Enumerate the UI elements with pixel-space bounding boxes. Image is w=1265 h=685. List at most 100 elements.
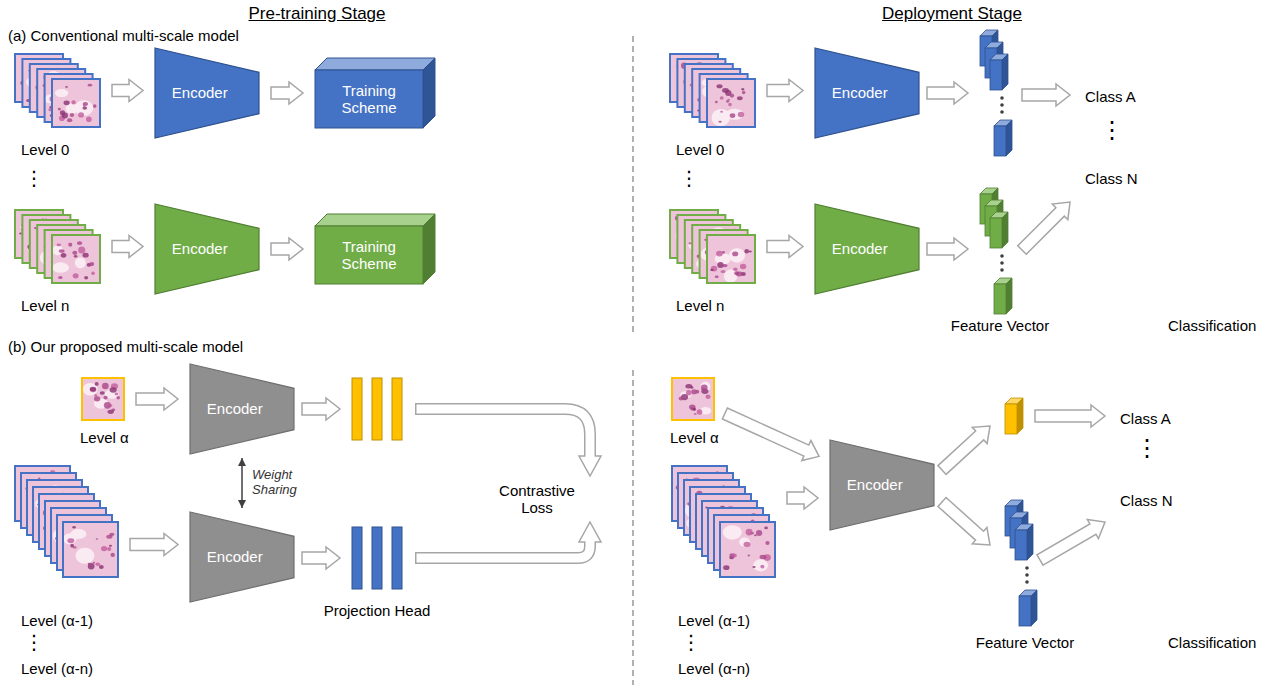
panel-heading: (a) Conventional multi-scale model xyxy=(8,27,239,44)
encoder-block: Encoder xyxy=(830,440,934,530)
tissue-stack xyxy=(15,54,100,127)
level-label: Level n xyxy=(21,297,69,314)
tissue-nucleus xyxy=(732,554,737,558)
tissue-ground xyxy=(52,235,100,283)
tissue-nucleus xyxy=(65,86,68,88)
label-holder: ⋮ xyxy=(24,632,44,652)
feature-caption: Feature Vector xyxy=(940,317,1060,334)
tissue-nucleus xyxy=(95,563,100,566)
training-scheme-box: Training Scheme xyxy=(315,58,435,128)
ellipsis-dots: ⋮ xyxy=(681,632,701,652)
tissue-nucleus xyxy=(93,562,95,564)
hollow-arrow xyxy=(927,238,968,260)
card-border xyxy=(707,235,755,283)
feature-vector xyxy=(1005,398,1023,434)
tissue-nucleus xyxy=(738,112,744,118)
hollow-arrow xyxy=(130,534,178,556)
tissue-lumen xyxy=(55,89,68,97)
hollow-arrow xyxy=(136,388,178,410)
tissue-nucleus xyxy=(74,255,78,258)
tissue-nucleus xyxy=(61,253,67,258)
tissue-nucleus xyxy=(58,108,61,111)
box-front-face xyxy=(315,226,423,284)
projection-head-bar xyxy=(352,527,362,589)
tissue-nucleus xyxy=(715,101,718,104)
tissue-nucleus xyxy=(732,251,738,256)
tissue-nucleus xyxy=(95,382,99,386)
caption-holder: Level (α-1) xyxy=(21,612,93,629)
caption-holder: Level 0 xyxy=(676,141,724,158)
tissue-nucleus xyxy=(58,276,62,279)
vector-front xyxy=(990,60,1002,90)
tissue-nucleus xyxy=(116,396,120,399)
tissue-nucleus xyxy=(56,243,60,246)
vector-front xyxy=(1005,404,1017,434)
tissue-nucleus xyxy=(730,93,734,97)
image-stack: Level α xyxy=(672,378,714,420)
feature-caption: Feature Vector xyxy=(965,634,1085,651)
label-holder: Feature Vector xyxy=(940,317,1060,334)
ellipsis-dot xyxy=(1000,261,1004,265)
hollow-arrow xyxy=(271,238,303,260)
tissue-nucleus xyxy=(748,554,750,556)
classification-caption: Classification xyxy=(1168,634,1256,651)
tissue-nucleus xyxy=(78,112,84,117)
tissue-nucleus xyxy=(679,396,684,400)
label-holder: (a) Conventional multi-scale model xyxy=(8,27,239,44)
label-holder: Class N xyxy=(1085,170,1138,187)
tissue-nucleus xyxy=(685,384,692,389)
tissue-nucleus xyxy=(733,268,737,272)
tissue-nucleus xyxy=(102,383,109,389)
tissue-lumen xyxy=(63,533,76,544)
caption-holder: Level (α-n) xyxy=(678,660,750,677)
tissue-nucleus xyxy=(72,251,77,255)
tissue-nucleus xyxy=(727,99,730,101)
label-holder: Feature Vector xyxy=(965,634,1085,651)
tissue-lumen xyxy=(723,525,742,540)
tissue-nucleus xyxy=(82,253,88,258)
vector-side xyxy=(1002,54,1008,90)
tissue-nucleus xyxy=(741,88,744,91)
ellipsis-dots: ⋮ xyxy=(24,632,44,652)
encoder-label: Encoder xyxy=(172,240,228,257)
tissue-nucleus xyxy=(734,271,739,275)
ellipsis-dots: ⋮ xyxy=(1135,436,1159,460)
level-label: Level α xyxy=(670,429,719,446)
tissue-nucleus xyxy=(752,566,755,568)
tissue-nucleus xyxy=(705,395,710,400)
projection-head-bar xyxy=(392,527,402,589)
card-border xyxy=(707,79,755,127)
tissue-nucleus xyxy=(715,275,719,278)
vector-front xyxy=(994,126,1006,156)
tissue-nucleus xyxy=(99,565,104,569)
label-holder: ⋮ xyxy=(679,168,699,188)
class-label: Class A xyxy=(1085,88,1136,105)
tissue-nucleus xyxy=(701,385,708,392)
label-holder: (b) Our proposed multi-scale model xyxy=(8,338,243,355)
level-label: Level (α-n) xyxy=(21,660,93,677)
tissue-nucleus xyxy=(89,262,94,266)
tissue-nucleus xyxy=(110,387,117,392)
tissue-nucleus xyxy=(90,387,97,392)
box-front-face xyxy=(315,70,423,128)
tissue-nucleus xyxy=(68,243,72,247)
tissue-nucleus xyxy=(70,544,74,548)
tissue-card xyxy=(672,378,714,420)
training-scheme-box: Training Scheme xyxy=(315,214,435,284)
tissue-nucleus xyxy=(115,393,119,396)
curved-arrow-head xyxy=(579,522,601,542)
tissue-nucleus xyxy=(90,387,96,392)
tissue-nucleus xyxy=(109,545,112,547)
edge-group xyxy=(112,80,819,556)
curved-arrow-head xyxy=(579,456,601,476)
tissue-nucleus xyxy=(70,113,74,117)
projection-head-bar xyxy=(372,527,382,589)
tissue-ground xyxy=(672,378,714,420)
hollow-arrow xyxy=(1018,202,1070,254)
tissue-nucleus xyxy=(694,413,697,415)
label-holder: Classification xyxy=(1168,634,1256,651)
stage-divider xyxy=(632,370,633,685)
curved-arrow-outline xyxy=(415,409,590,456)
level-label: Level n xyxy=(676,297,724,314)
tissue-nucleus xyxy=(723,565,729,570)
